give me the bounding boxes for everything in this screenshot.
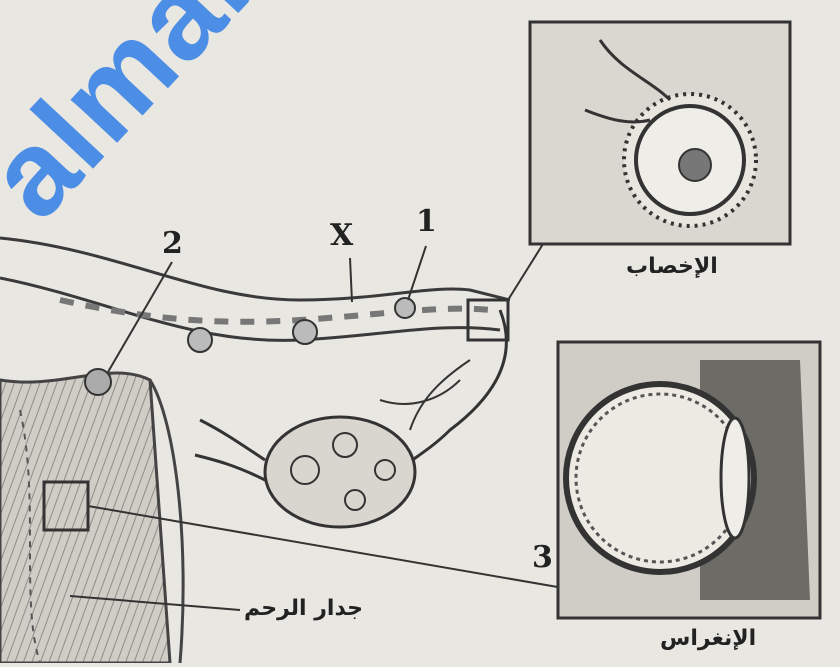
label-x: X <box>330 218 353 253</box>
fallopian-tube-drawing <box>0 238 510 340</box>
label-1: 1 <box>416 204 437 239</box>
ovary-drawing <box>195 310 506 527</box>
fertilization-inset <box>530 22 790 244</box>
label-fertilization: الإخصاب <box>626 254 718 279</box>
label-3: 3 <box>532 540 553 575</box>
connector-line <box>508 236 548 300</box>
label-2: 2 <box>162 226 183 261</box>
label-uterus-wall: جدار الرحم <box>244 596 363 621</box>
implantation-inset <box>558 342 820 618</box>
label-implantation: الإنغراس <box>660 626 756 651</box>
